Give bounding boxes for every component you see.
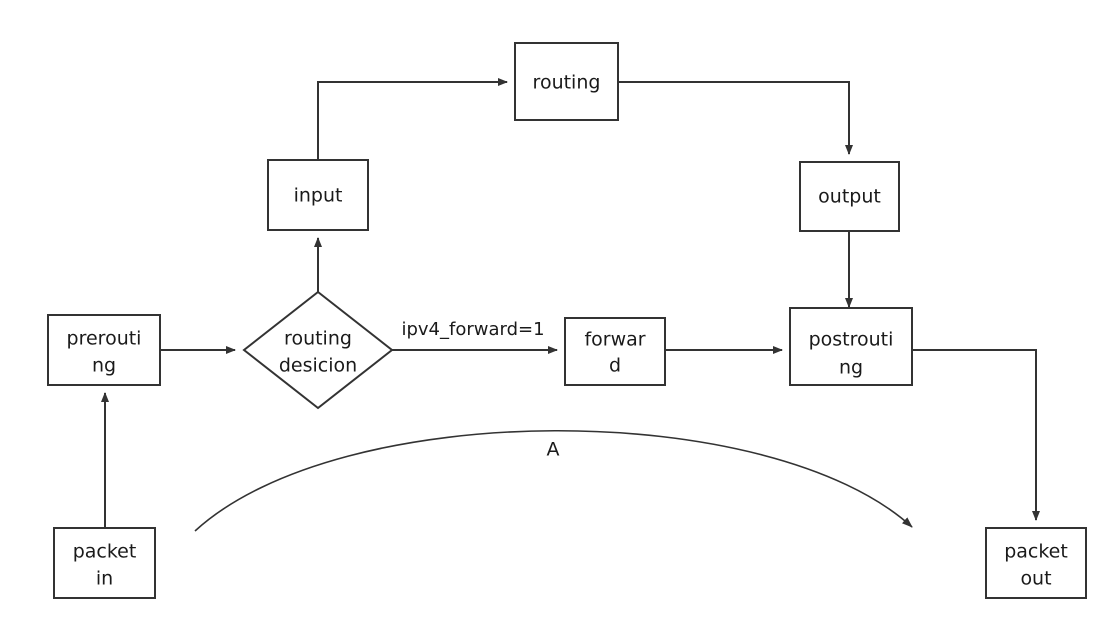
node-routing-box (514, 42, 619, 121)
node-packet-in-box (53, 527, 156, 599)
node-postrouting-box (789, 307, 913, 386)
node-packet-in-label-line1: packet (73, 541, 137, 563)
node-packet-out-box (985, 527, 1087, 599)
node-routing-label: routing (533, 72, 601, 94)
node-forward-box (564, 317, 666, 386)
node-postrouting[interactable]: postrouti ng (789, 307, 913, 386)
node-output-box (799, 161, 900, 232)
node-input[interactable]: input (267, 159, 369, 231)
node-packet-out-label-line1: packet (1004, 541, 1068, 563)
node-output[interactable]: output (799, 161, 900, 232)
node-postrouting-label-line2: ng (839, 357, 863, 379)
edge-arc-a (194, 430, 913, 532)
node-input-box (267, 159, 369, 231)
node-postrouting-label-line1: postrouti (809, 329, 894, 351)
node-forward[interactable]: forwar d (564, 317, 666, 386)
edge-routing-to-output (618, 81, 853, 155)
node-packet-in[interactable]: packet in (53, 527, 156, 599)
node-packet-in-label-line2: in (96, 568, 113, 590)
edge-label-ipv4-forward: ipv4_forward=1 (401, 319, 544, 340)
node-packet-out[interactable]: packet out (985, 527, 1087, 599)
node-prerouting-box (47, 314, 161, 386)
node-routing[interactable]: routing (514, 42, 619, 121)
node-prerouting[interactable]: prerouti ng (47, 314, 161, 386)
edge-postrouting-to-packet-out (912, 349, 1040, 521)
node-prerouting-label-line1: prerouti (67, 328, 142, 350)
node-routing-decision-diamond (242, 290, 394, 410)
node-routing-decision-label-line2: desicion (279, 355, 357, 377)
edge-input-to-routing (317, 78, 508, 160)
node-input-label: input (294, 185, 343, 207)
node-routing-decision-label-line1: routing (284, 328, 352, 350)
node-prerouting-label-line2: ng (92, 355, 116, 377)
node-forward-label-line2: d (609, 355, 621, 377)
node-forward-label-line1: forwar (584, 329, 645, 351)
node-routing-decision[interactable]: routing desicion (242, 290, 394, 410)
edge-label-a: A (547, 439, 560, 461)
node-output-label: output (818, 186, 881, 208)
node-packet-out-label-line2: out (1020, 568, 1051, 590)
